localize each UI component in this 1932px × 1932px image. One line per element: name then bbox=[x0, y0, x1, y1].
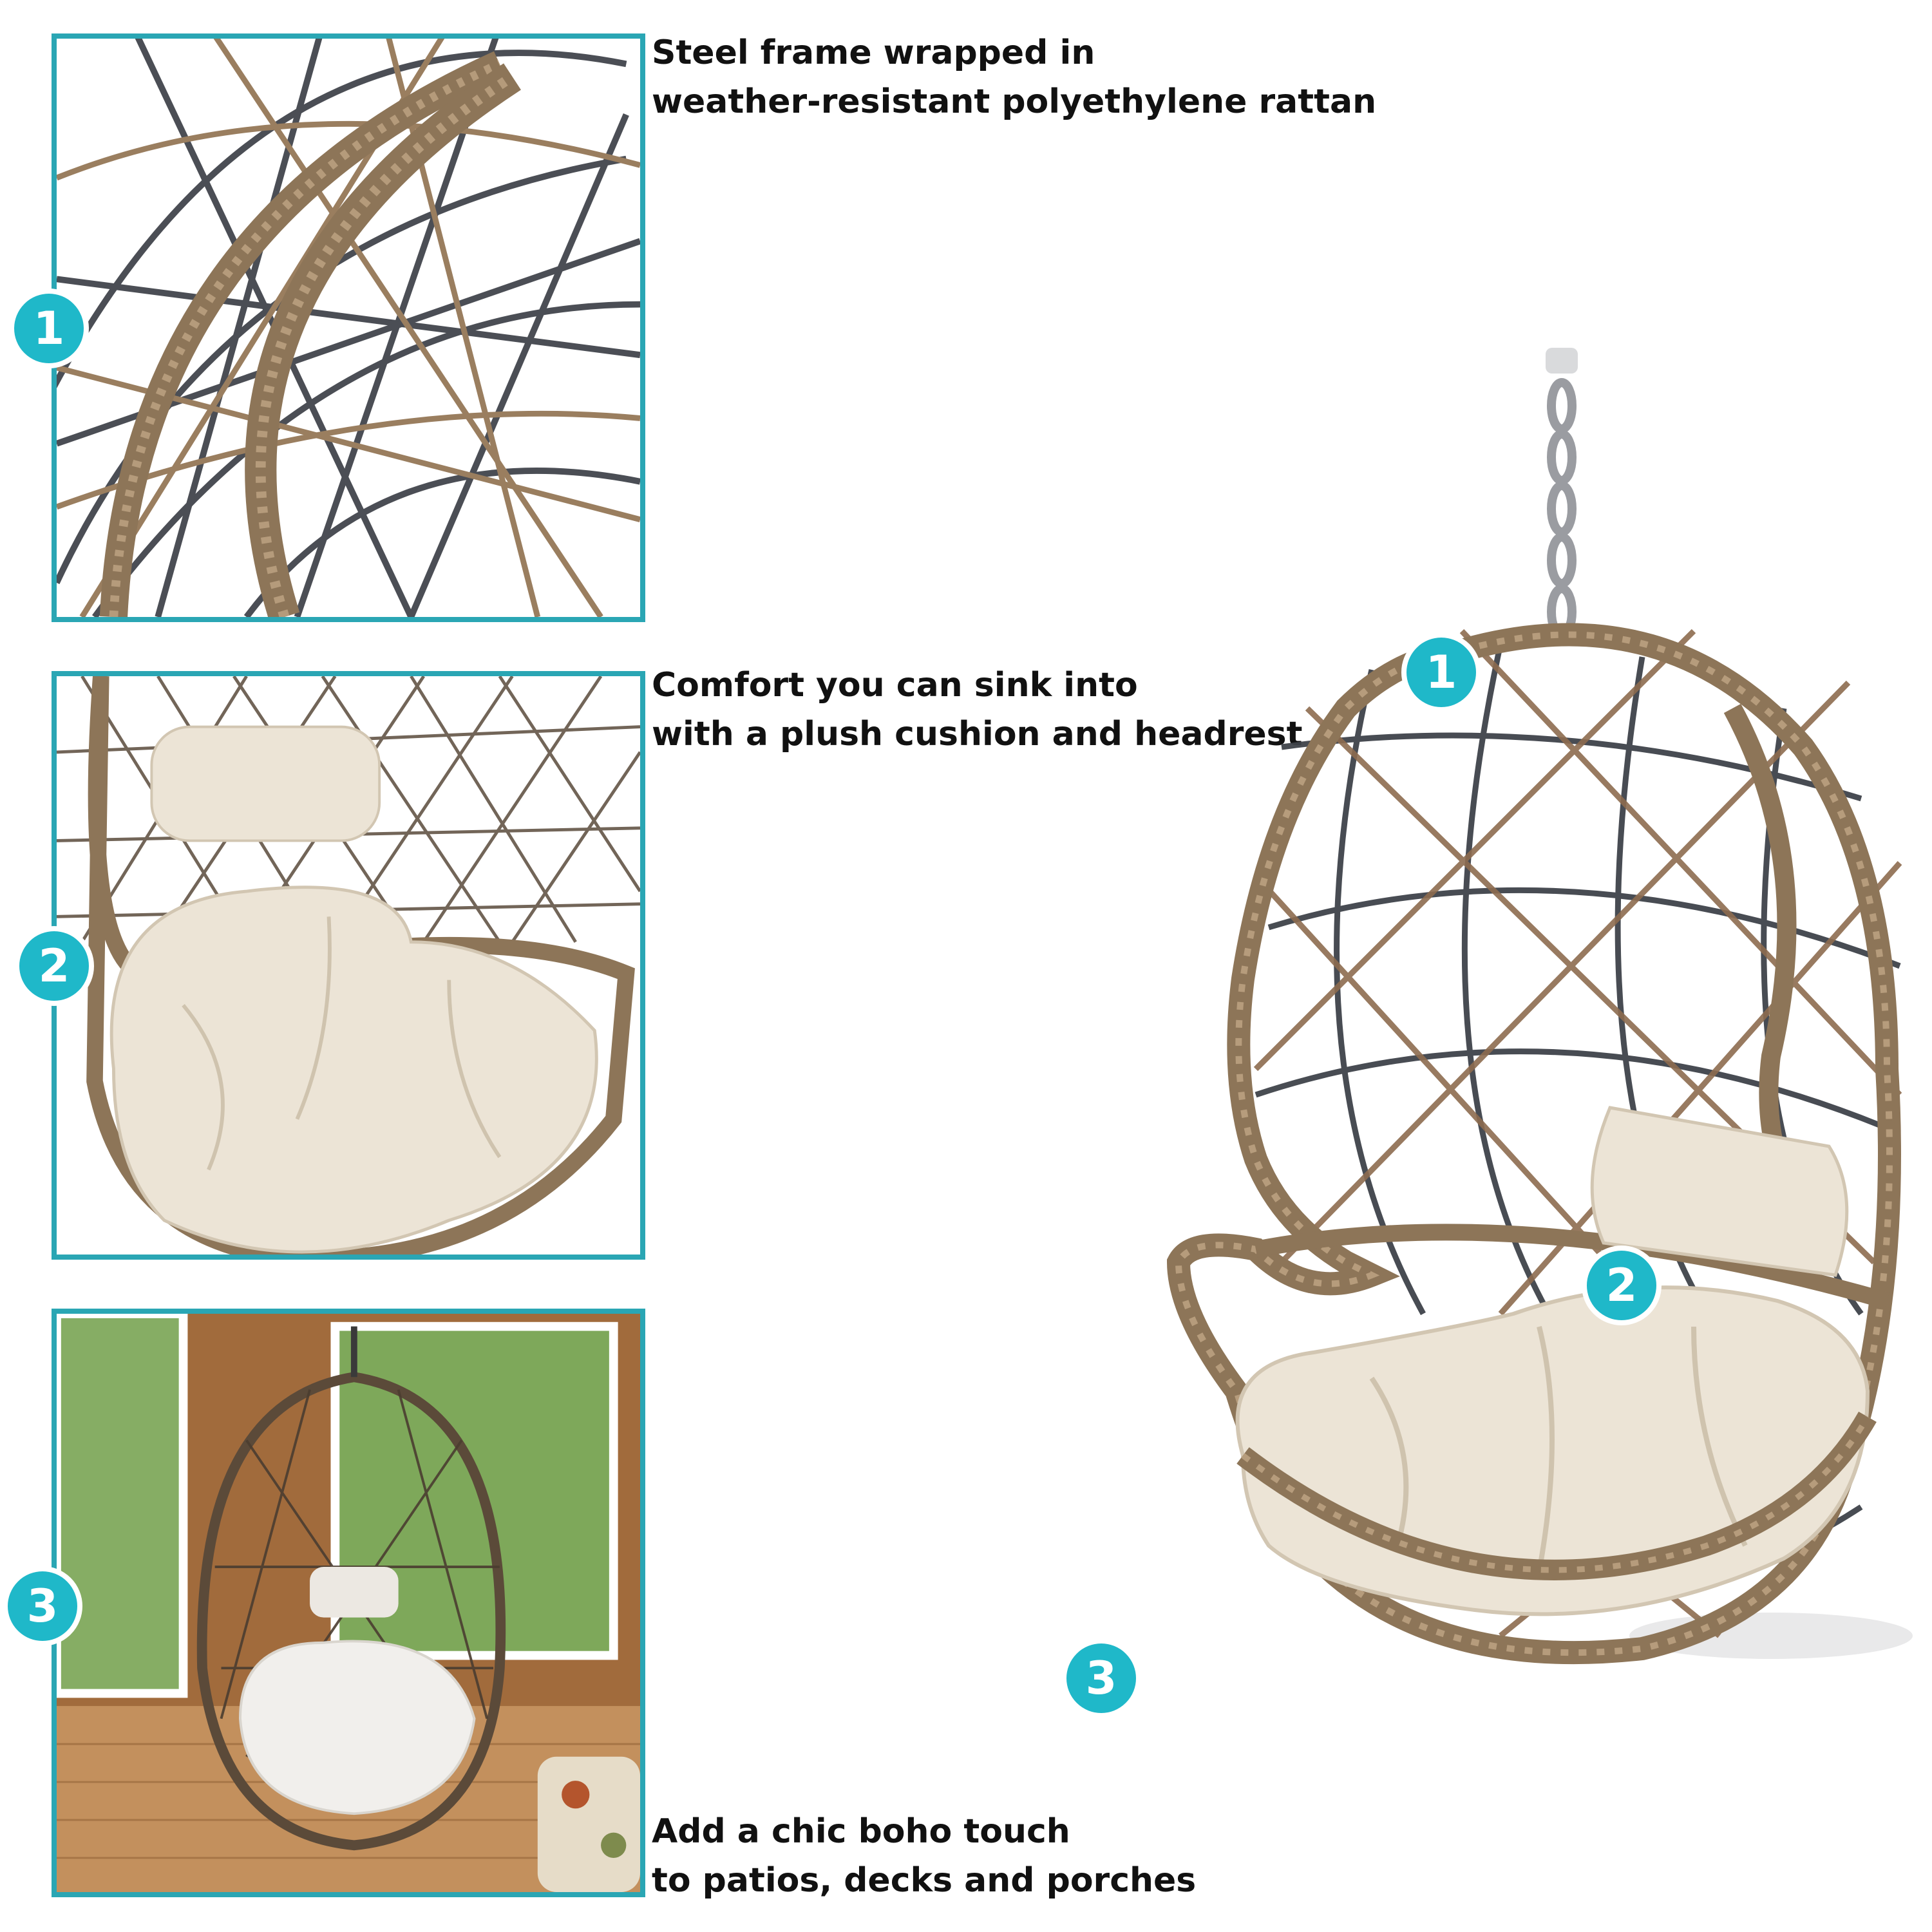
hero-marker-1-badge: 1 bbox=[1401, 632, 1481, 712]
egg-chair-product-image bbox=[1166, 348, 1913, 1665]
feature-2-caption: Comfort you can sink into with a plush c… bbox=[652, 661, 1302, 759]
feature-panel-room bbox=[52, 1309, 645, 1897]
feature-2-badge: 2 bbox=[14, 926, 94, 1006]
feature-3-caption-line2: to patios, decks and porches bbox=[652, 1861, 1197, 1900]
feature-3-badge: 3 bbox=[3, 1566, 82, 1646]
headrest-pillow bbox=[150, 725, 381, 842]
hero-marker-3-badge: 3 bbox=[1061, 1638, 1141, 1718]
feature-3-caption-line1: Add a chic boho touch bbox=[652, 1812, 1070, 1851]
cushion-headrest-closeup-image bbox=[57, 676, 640, 1255]
feature-2-caption-line1: Comfort you can sink into bbox=[652, 666, 1138, 705]
feature-1-caption: Steel frame wrapped in weather-resistant… bbox=[652, 28, 1376, 126]
hero-headrest-pillow bbox=[1590, 1106, 1849, 1277]
feature-1-caption-line2: weather-resistant polyethylene rattan bbox=[652, 82, 1377, 121]
feature-panel-frame bbox=[52, 33, 645, 622]
feature-2-caption-line2: with a plush cushion and headrest bbox=[652, 715, 1303, 753]
boho-sunroom-photo bbox=[57, 1314, 640, 1892]
rattan-frame-closeup-image bbox=[57, 39, 640, 617]
feature-panel-cushion bbox=[52, 671, 645, 1260]
room-headrest bbox=[310, 1566, 399, 1618]
feature-1-badge: 1 bbox=[9, 289, 89, 368]
hanging-egg-chair-hero bbox=[1011, 348, 1926, 1906]
feature-1-caption-line1: Steel frame wrapped in bbox=[652, 33, 1095, 72]
feature-3-caption: Add a chic boho touch to patios, decks a… bbox=[652, 1807, 1196, 1905]
hero-marker-2-badge: 2 bbox=[1582, 1245, 1662, 1325]
